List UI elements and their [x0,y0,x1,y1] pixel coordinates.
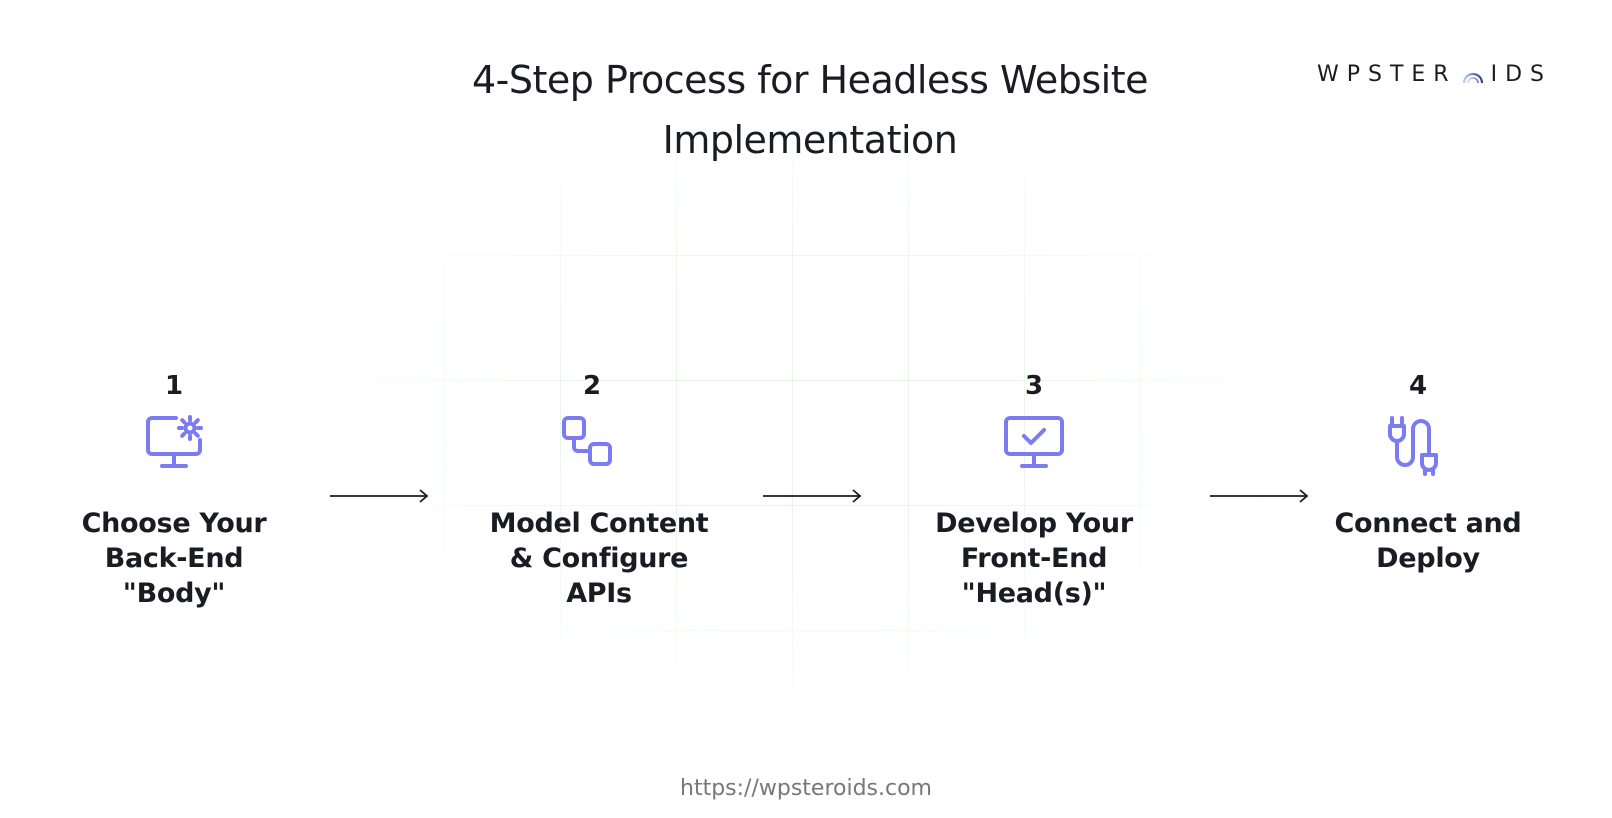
brand-logo[interactable]: WPSTER IDS [1317,62,1552,87]
step-4: 4 Connect and Deploy [1278,370,1558,576]
arrow-right-icon [763,489,862,503]
logo-text-end: IDS [1490,62,1552,87]
arc-logo-icon [1462,72,1483,83]
step-number: 1 [164,371,184,401]
plug-cable-icon [1388,416,1438,476]
step-number: 3 [1024,371,1044,401]
monitor-gear-icon [146,415,203,468]
page-title: 4-Step Process for Headless Website Impl… [472,58,1149,162]
logo-text-start: WPSTER [1316,62,1457,87]
step-2: 2 Model Content & Configure APIs [452,370,732,611]
step-number: 2 [582,371,602,401]
monitor-check-icon [1004,416,1064,468]
step-1: 1 Choose Your Back-End "Body" [34,370,314,611]
arrow-right-icon [1210,489,1309,503]
step-number: 4 [1408,371,1428,401]
step-label: Choose Your Back-End "Body" [81,508,267,609]
connected-nodes-icon [562,416,612,466]
footer-url[interactable]: https://wpsteroids.com [680,776,932,801]
step-label: Model Content & Configure APIs [489,508,709,609]
arrow-right-icon [330,489,429,503]
grid-background [320,100,1280,720]
step-3: 3 Develop Your Front-End "Head(s)" [894,370,1174,611]
step-label: Develop Your Front-End "Head(s)" [935,508,1133,609]
step-label: Connect and Deploy [1334,508,1522,574]
